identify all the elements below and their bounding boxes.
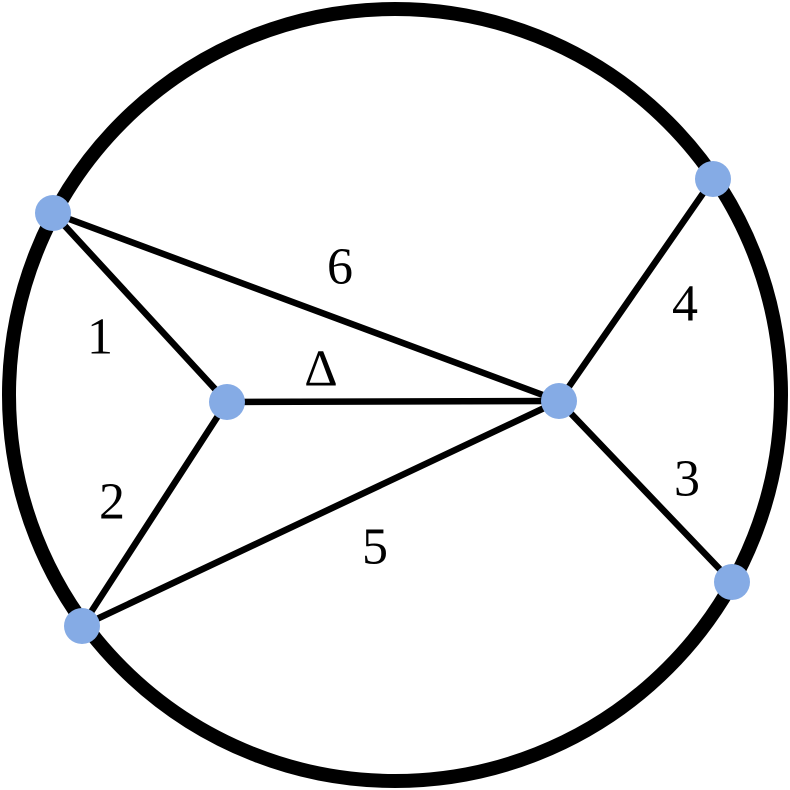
edge-label-1: 1 bbox=[87, 309, 113, 366]
edge-4 bbox=[555, 175, 717, 405]
node-boundary-bottom-left bbox=[64, 608, 100, 644]
edge-label-5: 5 bbox=[362, 519, 388, 576]
node-inner-right bbox=[541, 383, 577, 419]
edge-6 bbox=[49, 209, 563, 405]
node-inner-left bbox=[209, 384, 245, 420]
nodes bbox=[35, 161, 750, 644]
edge-label-2: 2 bbox=[99, 474, 125, 531]
edge-1 bbox=[49, 209, 231, 406]
edge-label-6: 6 bbox=[327, 239, 353, 296]
edge-3 bbox=[555, 397, 736, 586]
edge-labels: 1 2 3 4 5 6 Δ bbox=[87, 239, 700, 576]
edge-2 bbox=[78, 398, 231, 630]
edge-5 bbox=[78, 397, 563, 630]
edge-label-delta: Δ bbox=[304, 341, 337, 398]
node-boundary-top-right bbox=[695, 161, 731, 197]
edge-label-4: 4 bbox=[672, 276, 698, 333]
node-boundary-top-left bbox=[35, 195, 71, 231]
edges bbox=[49, 175, 736, 630]
edge-delta bbox=[223, 397, 563, 406]
node-boundary-bottom-right bbox=[714, 564, 750, 600]
edge-label-3: 3 bbox=[674, 451, 700, 508]
